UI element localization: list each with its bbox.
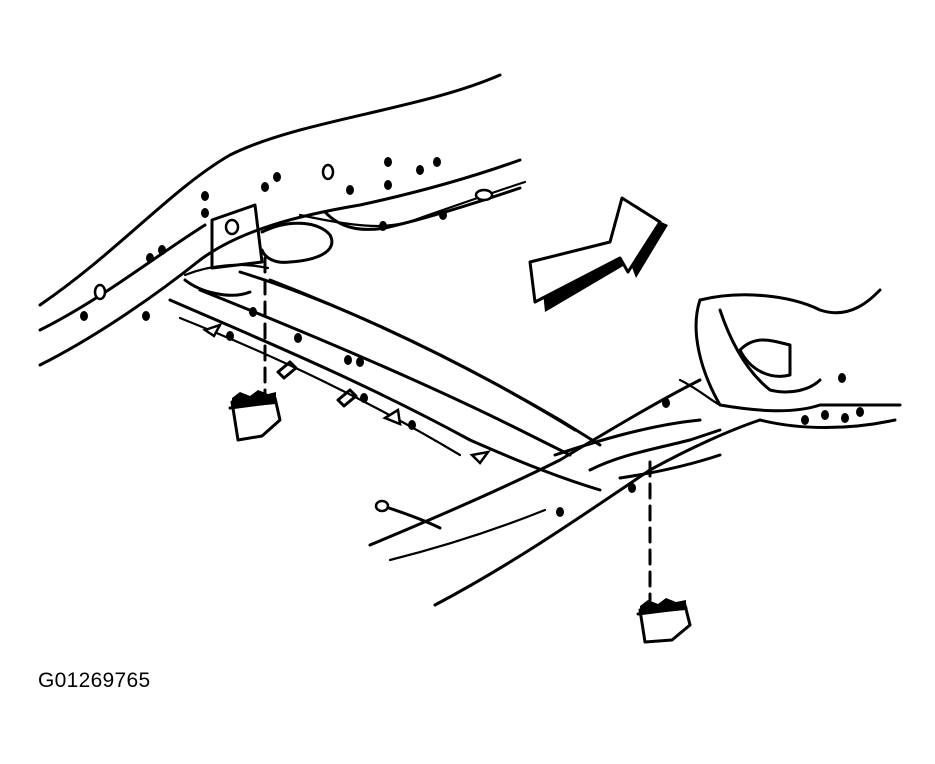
direction-arrow-icon [528,196,668,312]
figure-id-label: G01269765 [38,669,151,692]
clip-icon [636,598,692,644]
right-frame-rail [368,288,902,607]
leader-lines [263,256,652,602]
cross-member [168,270,602,492]
mounting-bracket [183,203,334,277]
left-frame-rail [38,73,527,367]
clip-icon [228,390,282,442]
frame-holes [80,157,864,517]
